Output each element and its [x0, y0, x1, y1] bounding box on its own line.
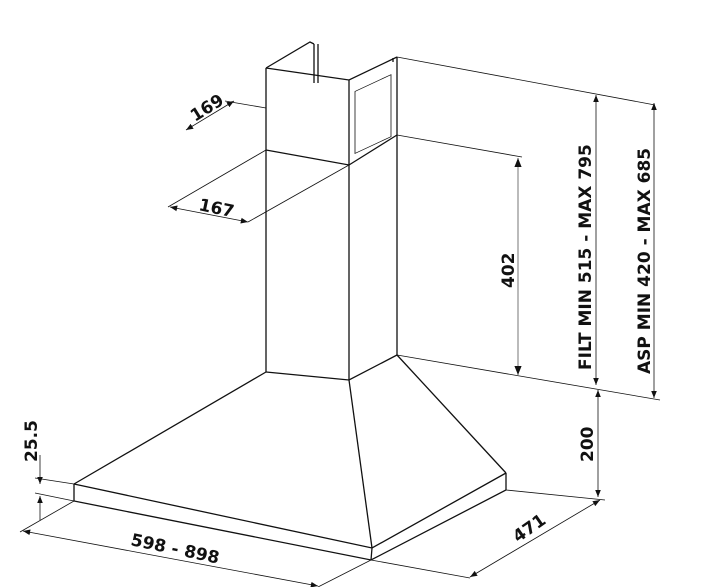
- dim-25-5-label: 25.5: [22, 420, 42, 462]
- dim-167-label: 167: [197, 195, 236, 222]
- dim-402-label: 402: [499, 253, 519, 289]
- dimension-lines: [22, 95, 657, 587]
- upper-chimney: [265, 41, 398, 380]
- dim-200-label: 200: [578, 426, 598, 462]
- dim-filt-label: FILT MIN 515 - MAX 795: [576, 144, 596, 370]
- hood-body: [73, 354, 507, 561]
- dim-169-label: 169: [187, 90, 228, 126]
- extension-lines: [19, 56, 661, 587]
- dim-asp-label: ASP MIN 420 - MAX 685: [635, 148, 655, 374]
- vent-grille: [354, 74, 392, 155]
- dim-width-label: 598 - 898: [129, 530, 221, 568]
